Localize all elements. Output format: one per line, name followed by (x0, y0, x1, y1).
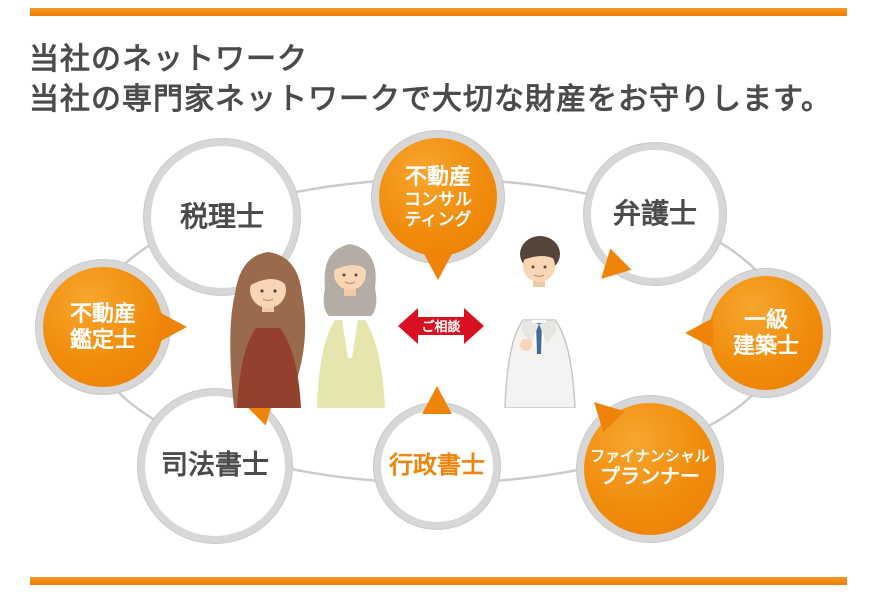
node-lawyer: 弁護士 (590, 150, 719, 290)
node-judicial-scrivener: 司法書士 (145, 384, 286, 536)
node-label: コンサル (404, 189, 472, 209)
node-real-estate-appraiser: 不動産 鑑定士 (43, 267, 187, 387)
node-label: 一級 (743, 307, 788, 333)
node-label: 不動産 (404, 163, 471, 189)
node-label: 不動産 (69, 301, 136, 327)
double-arrow-icon (398, 308, 484, 344)
node-financial-planner: ファイナンシャル プランナー (583, 391, 716, 535)
client-woman-younger (230, 252, 306, 408)
node-label: 司法書士 (161, 450, 269, 481)
node-label: ファイナンシャル (590, 448, 710, 466)
page-subtitle: 当社の専門家ネットワークで大切な財産をお守りします。 (29, 83, 832, 116)
node-first-class-architect: 一級 建築士 (685, 276, 823, 390)
node-real-estate-consulting: 不動産 コンサル ティング (379, 138, 497, 280)
consultation-arrow: ご相談 (398, 308, 484, 344)
node-label: ティング (404, 209, 472, 229)
bottom-accent-bar (30, 577, 847, 585)
bubble-tail-icon (422, 386, 452, 414)
node-tax-accountant: 税理士 (151, 146, 294, 300)
consultation-arrow-label: ご相談 (421, 319, 461, 334)
advisor-man (504, 236, 576, 408)
client-woman-elder (317, 244, 385, 408)
node-label: 税理士 (179, 201, 264, 233)
node-label: プランナー (600, 466, 700, 489)
node-label: 建築士 (732, 333, 799, 358)
top-accent-bar (30, 8, 847, 16)
node-label: 行政書士 (389, 451, 485, 479)
bubble-tail-icon (685, 318, 713, 348)
node-label: 鑑定士 (69, 327, 136, 352)
bubble-tail-icon (423, 252, 453, 280)
page-title: 当社のネットワーク (29, 43, 308, 76)
node-label: 弁護士 (612, 198, 697, 230)
bubble-tail-icon (159, 312, 187, 342)
consultation-illustration: ご相談 (230, 236, 576, 408)
node-administrative-scrivener: 行政書士 (381, 386, 493, 522)
